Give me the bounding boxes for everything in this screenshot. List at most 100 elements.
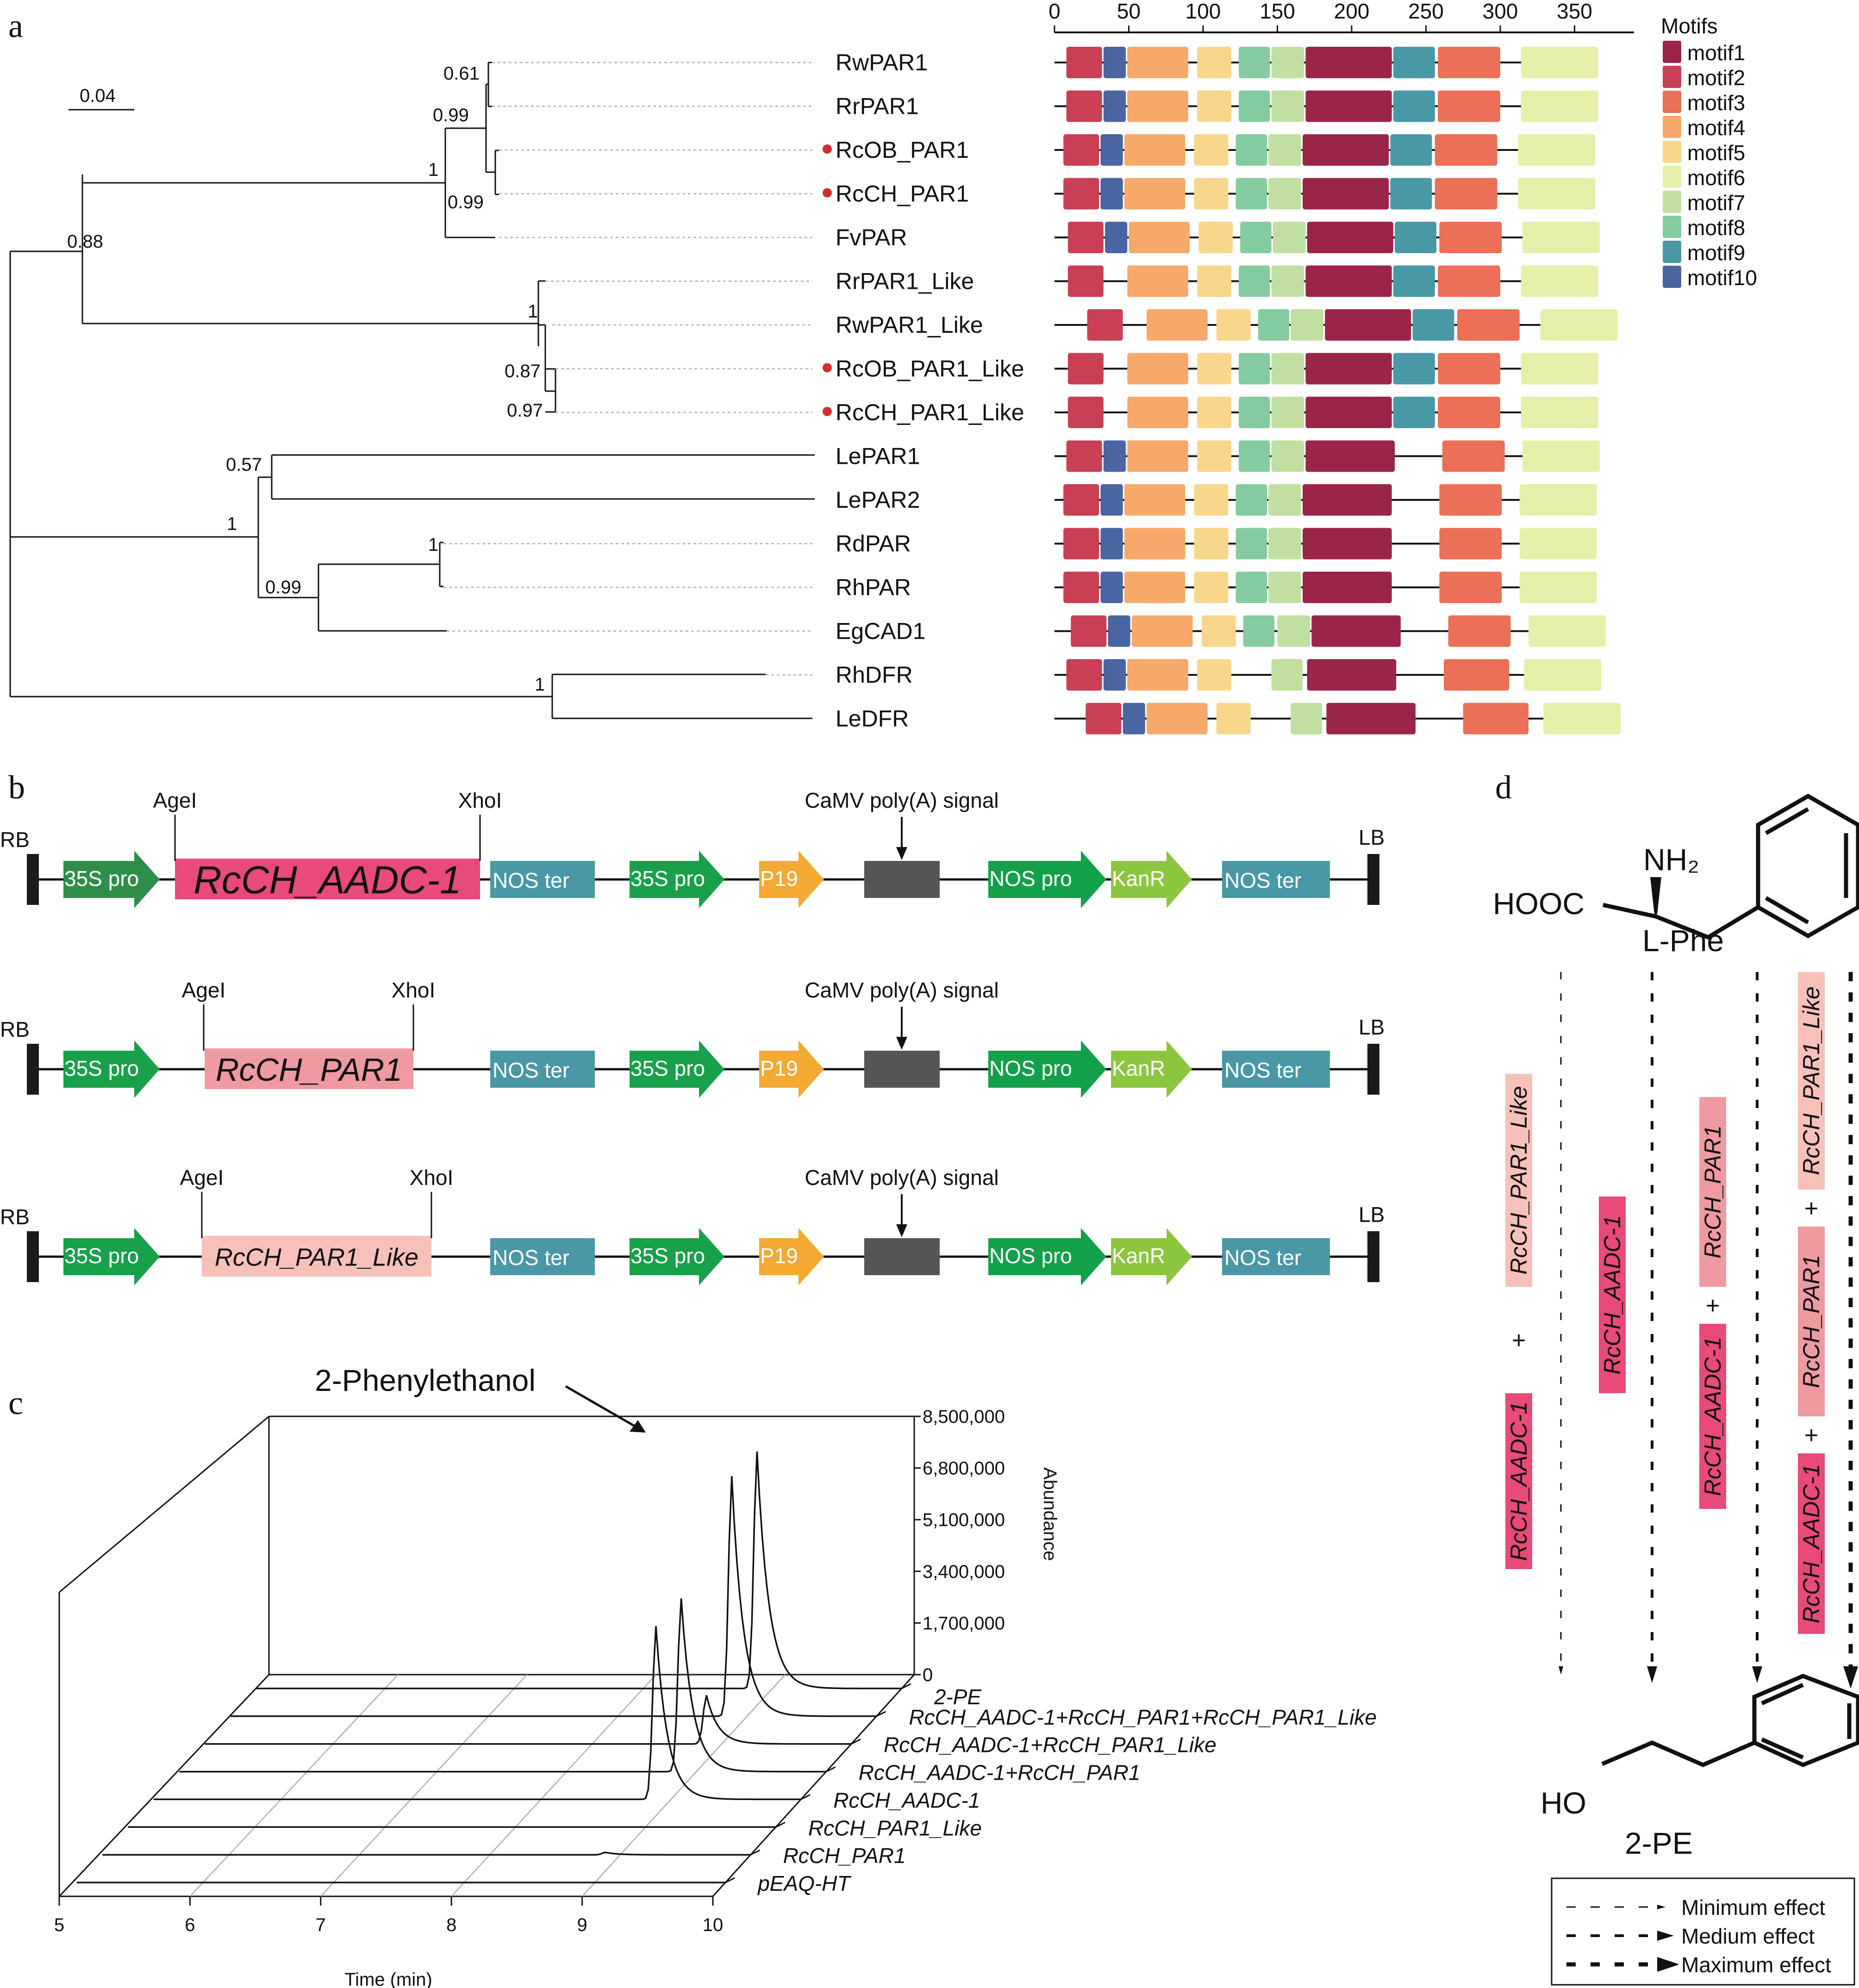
support-value: 1 (428, 535, 438, 555)
series-label: RcCH_AADC-1 (833, 1788, 980, 1812)
motif-block-motif1 (1307, 222, 1393, 253)
motif-block-motif5 (1194, 572, 1229, 603)
motif-block-motif4 (1147, 309, 1208, 341)
l-phe-structure: NH₂ HOOC L-Phe (1493, 793, 1859, 958)
motif-row (1054, 178, 1596, 210)
series-label: 2-PE (934, 1685, 982, 1709)
gene-box-label: RcCH_AADC-1 (1798, 1464, 1824, 1624)
polya-signal-label: CaMV poly(A) signal (805, 1165, 998, 1190)
abundance-tick-label: 6,800,000 (923, 1458, 1005, 1479)
route-arrowhead (1752, 1666, 1762, 1683)
motif-block-motif7 (1273, 222, 1306, 253)
motif-block-motif5 (1198, 222, 1233, 253)
polya-signal-box (864, 1238, 940, 1275)
nos-promoter-arrow (988, 851, 1106, 908)
highlight-dot (823, 363, 832, 373)
motif-block-motif2 (1066, 659, 1102, 691)
gene-box (1505, 1074, 1532, 1287)
support-value: 1 (528, 301, 538, 322)
legend-swatch-motif7 (1663, 191, 1681, 213)
motif-block-motif5 (1201, 615, 1236, 647)
motif-block-motif8 (1235, 484, 1267, 516)
motif-block-motif9 (1393, 47, 1435, 78)
effect-legend-box (1551, 1877, 1855, 1986)
legend-arrowhead (1657, 1931, 1674, 1941)
polya-signal-label: CaMV poly(A) signal (805, 978, 998, 1002)
gene-box-label: RcCH_AADC-1 (1506, 1402, 1532, 1561)
highlight-dot (823, 188, 832, 198)
abundance-tick-label: 3,400,000 (923, 1562, 1005, 1582)
nos-terminator (1222, 1238, 1330, 1275)
motif-block-motif3 (1438, 265, 1500, 297)
motif-block-motif4 (1127, 90, 1188, 122)
motif-block-motif1 (1305, 90, 1392, 122)
legend-label: motif2 (1687, 66, 1745, 90)
motif-block-motif6 (1528, 615, 1606, 647)
taxon-label: LePAR2 (836, 487, 920, 513)
annotation-arrow (565, 1385, 639, 1429)
support-value: 1 (227, 514, 237, 534)
motif-block-motif1 (1303, 484, 1392, 516)
chain-bonds (1601, 1740, 1755, 1767)
motif-block-motif9 (1412, 309, 1454, 341)
motif-block-motif6 (1543, 703, 1621, 735)
kanr-arrow (1111, 1041, 1192, 1098)
nos-terminator-label: NOS ter (493, 1246, 569, 1270)
motif-row (1054, 90, 1598, 122)
gene-box (1798, 1453, 1825, 1634)
motif-row (1054, 484, 1597, 516)
abundance-tick-label: 0 (923, 1665, 933, 1685)
promoter-35s-arrow (63, 1228, 160, 1285)
gene-box (1699, 1324, 1726, 1509)
motif-block-motif6 (1518, 134, 1596, 166)
gene-insert-label: RcCH_PAR1 (216, 1052, 402, 1088)
gene-insert (175, 859, 480, 899)
motif-block-motif4 (1127, 47, 1188, 78)
peak-annotation: 2-Phenylethanol (315, 1363, 536, 1397)
chain-bonds (1603, 903, 1759, 940)
motif-block-motif2 (1067, 265, 1104, 297)
support-value: 0.57 (226, 455, 262, 475)
gene-box (1699, 1097, 1726, 1287)
motif-block-motif6 (1521, 47, 1598, 78)
motif-row (1054, 222, 1600, 253)
gene-box (1798, 972, 1825, 1190)
motif-block-motif7 (1271, 659, 1303, 691)
rb-label: RB (0, 828, 30, 852)
motif-block-motif6 (1519, 484, 1597, 516)
promoter-35s-arrow (630, 851, 724, 908)
promoter-35s-arrow (630, 1228, 724, 1285)
legend-swatch-motif2 (1663, 66, 1681, 88)
motif-block-motif10 (1103, 47, 1126, 78)
legend-swatch-motif9 (1663, 241, 1681, 263)
promoter-35s-arrow-label: 35S pro (64, 1244, 139, 1268)
motif-block-motif5 (1194, 484, 1229, 516)
motif-rows (1054, 47, 1621, 735)
abundance-tick-label: 8,500,000 (923, 1407, 1005, 1427)
motif-block-motif2 (1063, 178, 1099, 210)
floor-left-edge (58, 1674, 270, 1897)
route-arrowhead (1843, 1666, 1858, 1689)
motif-block-motif4 (1127, 353, 1188, 385)
promoter-35s-arrow-label: 35S pro (630, 1056, 705, 1080)
motif-block-motif3 (1439, 572, 1502, 603)
motif-block-motif8 (1239, 440, 1270, 472)
gene-box-label: RcCH_AADC-1 (1599, 1215, 1625, 1375)
axis-tick-label: 300 (1483, 0, 1518, 23)
motif-block-motif10 (1100, 134, 1123, 166)
taxon-label: RrPAR1 (836, 93, 919, 119)
gene-box-label: RcCH_PAR1_Like (1506, 1086, 1532, 1275)
ring-double-bond (1765, 807, 1809, 835)
series-label: RcCH_AADC-1+RcCH_PAR1 (859, 1761, 1141, 1785)
p19-arrow (759, 851, 824, 908)
kanr-arrow-label: KanR (1112, 866, 1165, 891)
motif-block-motif7 (1271, 397, 1304, 428)
motif-block-motif1 (1311, 615, 1401, 647)
motif-block-motif3 (1448, 615, 1511, 647)
legend-label: Maximum effect (1681, 1953, 1831, 1977)
motif-block-motif3 (1463, 703, 1528, 735)
nos-terminator (1222, 1051, 1330, 1088)
motif-row (1054, 134, 1596, 166)
rb-border (27, 1231, 39, 1282)
